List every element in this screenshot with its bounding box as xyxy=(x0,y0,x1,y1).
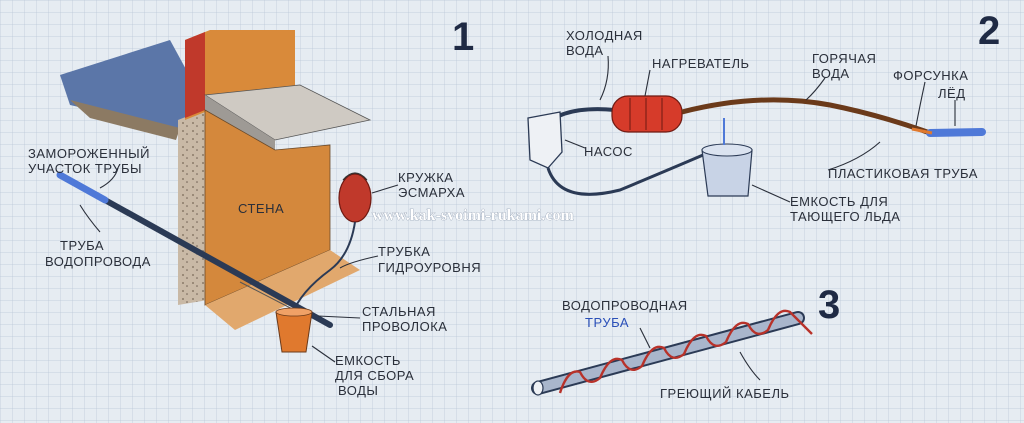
label-frozen-1: ЗАМОРОЖЕННЫЙ xyxy=(28,146,150,161)
leader-nozzle xyxy=(915,81,926,127)
leader-supply-pipe xyxy=(639,327,651,349)
label-tube-2: ГИДРОУРОВНЯ xyxy=(378,260,481,275)
heater xyxy=(611,95,683,133)
nozzle xyxy=(911,127,933,135)
leader-plastic xyxy=(827,141,881,171)
figure-3: ВОДОПРОВОДНАЯ ТРУБА ГРЕЮЩИЙ КАБЕЛЬ 3 xyxy=(531,283,840,401)
figure-2: ХОЛОДНАЯ ВОДА НАГРЕВАТЕЛЬ ГОРЯЧАЯ ВОДА Ф… xyxy=(527,9,1000,224)
wall xyxy=(204,109,331,306)
leader-tube xyxy=(339,255,379,269)
pipe-end xyxy=(532,380,544,396)
figure-number-2: 2 xyxy=(978,9,1000,53)
label-cable: ГРЕЮЩИЙ КАБЕЛЬ xyxy=(660,386,790,401)
wall-brick-edge xyxy=(185,32,205,118)
ice-melt-tank xyxy=(701,149,753,197)
label-wall: СТЕНА xyxy=(238,201,284,216)
label-ice-tank-1: ЕМКОСТЬ ДЛЯ xyxy=(790,194,888,209)
heating-cable xyxy=(558,309,813,394)
label-hot-1: ГОРЯЧАЯ xyxy=(812,51,876,66)
esmarch-mug xyxy=(338,173,372,223)
hydrolevel-tube xyxy=(291,221,356,316)
label-pump: НАСОС xyxy=(584,144,633,159)
floor-slab xyxy=(203,84,372,141)
label-heater: НАГРЕВАТЕЛЬ xyxy=(652,56,750,71)
esmarch-mug-handle xyxy=(342,172,368,181)
label-cold-1: ХОЛОДНАЯ xyxy=(566,28,643,43)
label-nozzle: ФОРСУНКА xyxy=(893,68,968,83)
label-supply-pipe-1: ВОДОПРОВОДНАЯ xyxy=(562,298,688,313)
leader-cold xyxy=(599,55,609,101)
label-mug-1: КРУЖКА xyxy=(398,170,453,185)
figure-1: ЗАМОРОЖЕННЫЙ УЧАСТОК ТРУБЫ ТРУБА ВОДОПРО… xyxy=(28,15,481,398)
label-tank-3: ВОДЫ xyxy=(338,383,378,398)
label-supply-pipe-2: ТРУБА xyxy=(585,315,629,330)
label-frozen-2: УЧАСТОК ТРУБЫ xyxy=(28,161,142,176)
water-collection-tank xyxy=(275,311,313,353)
ice-melt-tank-rim xyxy=(701,143,753,157)
label-hot-2: ВОДА xyxy=(812,66,850,81)
label-wire-1: СТАЛЬНАЯ xyxy=(362,304,436,319)
water-collection-tank-rim xyxy=(275,307,313,317)
leader-pipe xyxy=(79,204,101,233)
label-tube-1: ТРУБКА xyxy=(378,244,430,259)
label-plastic: ПЛАСТИКОВАЯ ТРУБА xyxy=(828,166,978,181)
watermark: www.kak-svoimi-rukami.com xyxy=(372,207,574,224)
label-mug-2: ЭСМАРХА xyxy=(398,185,465,200)
ground-soil xyxy=(70,100,180,140)
leader-pump xyxy=(564,139,586,149)
return-hose xyxy=(546,150,711,196)
label-pipe-2: ВОДОПРОВОДА xyxy=(45,254,151,269)
label-tank-2: ДЛЯ СБОРА xyxy=(335,368,414,383)
leader-frozen xyxy=(99,167,119,189)
leader-tank xyxy=(311,345,336,363)
label-tank-1: ЕМКОСТЬ xyxy=(335,353,401,368)
frozen-pipe-section xyxy=(56,171,109,204)
label-ice-tank-2: ТАЮЩЕГО ЛЬДА xyxy=(790,209,900,224)
label-cold-2: ВОДА xyxy=(566,43,604,58)
ice-in-pipe xyxy=(926,128,986,137)
leader-heater xyxy=(644,69,651,97)
pump xyxy=(527,111,563,169)
hot-water-pipe xyxy=(681,97,931,136)
label-ice: ЛЁД xyxy=(938,86,966,101)
leader-hot xyxy=(805,77,826,101)
label-wire-2: ПРОВОЛОКА xyxy=(362,319,447,334)
foundation xyxy=(178,108,208,305)
leader-cable xyxy=(739,351,761,381)
leader-wire xyxy=(317,315,361,319)
figure-number-1: 1 xyxy=(452,15,474,59)
leader-mug xyxy=(371,184,399,194)
leader-ice-tank xyxy=(751,184,791,203)
figure-number-3: 3 xyxy=(818,283,840,327)
floor xyxy=(205,250,360,330)
label-pipe-1: ТРУБА xyxy=(60,238,104,253)
